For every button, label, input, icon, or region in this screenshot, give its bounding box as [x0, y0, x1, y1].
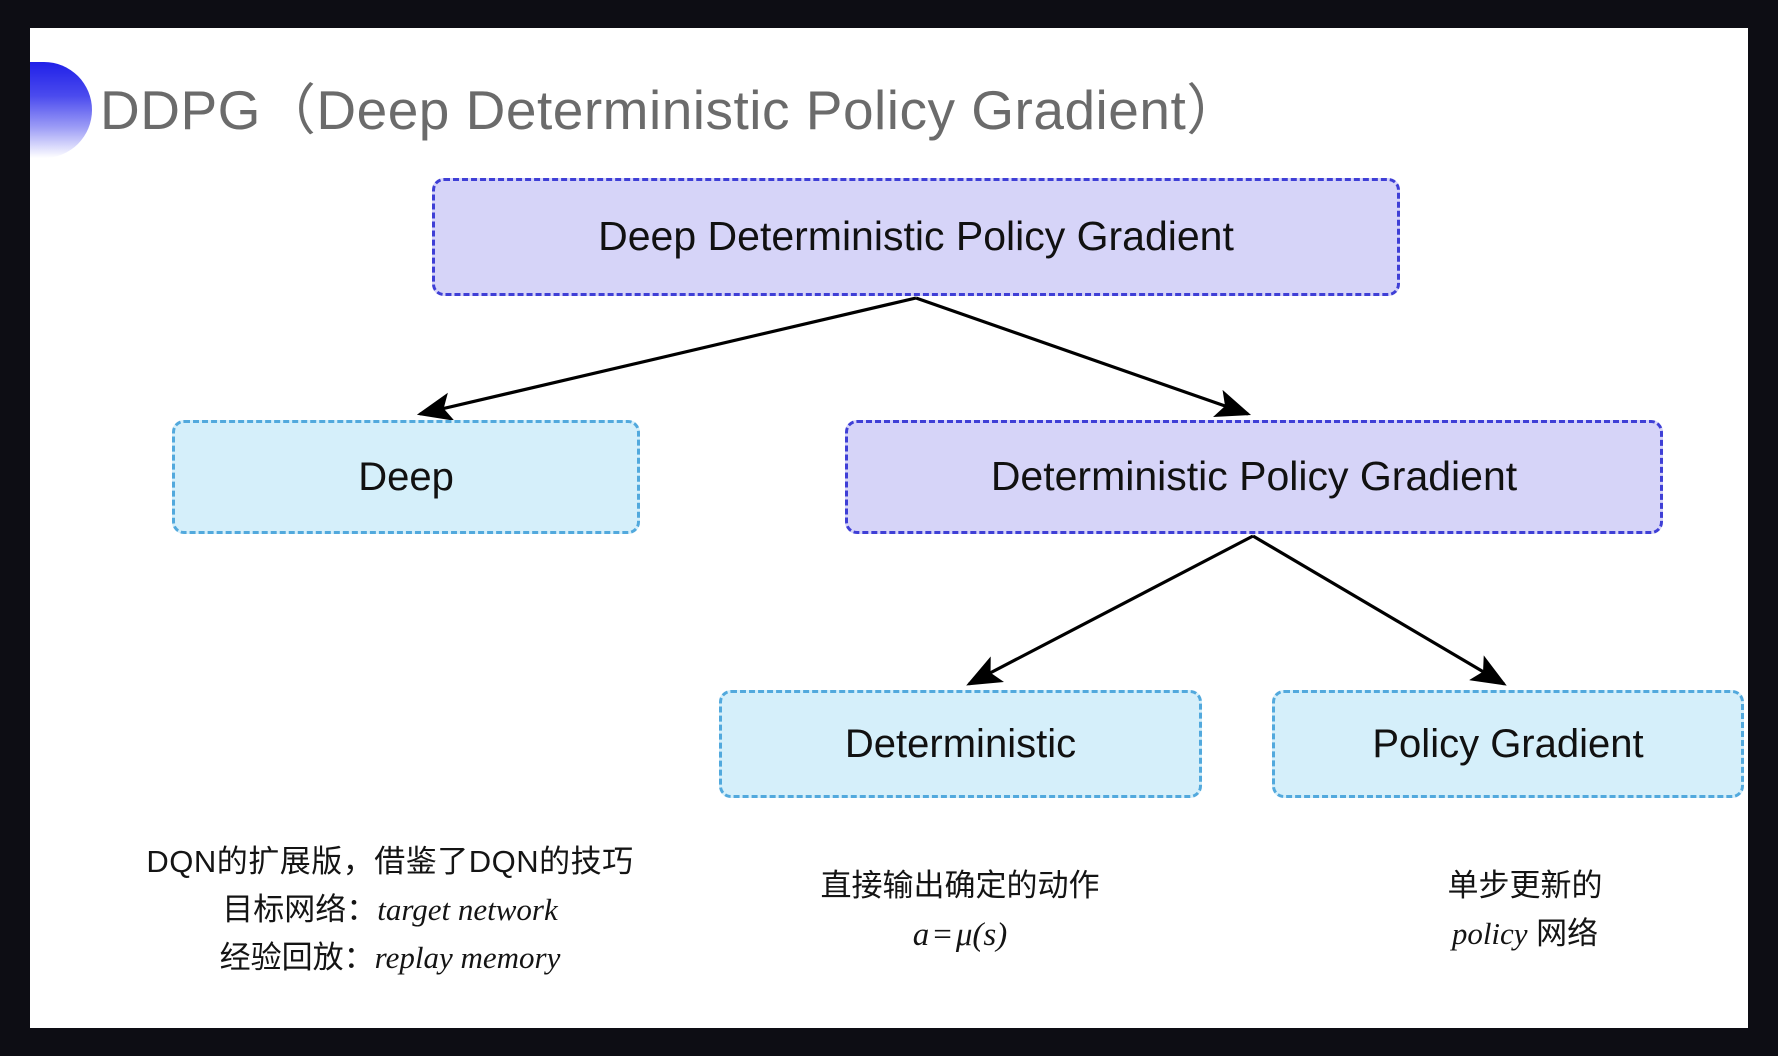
slide-frame-right — [1748, 0, 1778, 1056]
arrow-dpg-to-deterministic — [966, 534, 1254, 686]
caption-deep-line1: DQN的扩展版，借鉴了DQN的技巧 — [146, 844, 634, 879]
caption-deep-line2-label: 目标网络： — [222, 892, 378, 928]
caption-deterministic-line1: 直接输出确定的动作 — [820, 868, 1100, 903]
node-deep[interactable]: Deep — [172, 420, 640, 534]
caption-policy-gradient-line2: policy 网络 — [1290, 910, 1760, 958]
caption-policy-gradient: 单步更新的 policy 网络 — [1290, 862, 1760, 958]
node-label: Policy Gradient — [1372, 722, 1644, 766]
node-deterministic[interactable]: Deterministic — [719, 690, 1202, 798]
formula-lhs: a — [912, 917, 930, 954]
arrow-dpg-to-policy-gradient — [1252, 534, 1507, 686]
node-label: Deterministic — [844, 722, 1077, 766]
arrow-root-to-deep — [416, 296, 917, 421]
caption-deterministic-formula: a=μ(s) — [700, 910, 1220, 961]
caption-deterministic: 直接输出确定的动作 a=μ(s) — [700, 862, 1220, 961]
caption-deep-line3-term: replay memory — [374, 940, 561, 976]
caption-policy-gradient-line1: 单步更新的 — [1447, 868, 1603, 903]
node-label: Deep Deterministic Policy Gradient — [598, 213, 1234, 260]
node-policy-gradient[interactable]: Policy Gradient — [1272, 690, 1744, 798]
caption-deep-line3-label: 经验回放： — [219, 940, 375, 976]
node-deep-deterministic-policy-gradient[interactable]: Deep Deterministic Policy Gradient — [432, 178, 1400, 296]
caption-deep-line3: 经验回放：replay memory — [80, 934, 700, 982]
page-title: DDPG（Deep Deterministic Policy Gradient） — [100, 79, 1242, 141]
node-label: Deterministic Policy Gradient — [990, 453, 1518, 500]
slide-frame-left — [0, 0, 30, 1056]
node-label: Deep — [358, 455, 454, 499]
slide-frame-top — [0, 0, 1778, 28]
caption-policy-gradient-term: policy — [1451, 916, 1528, 952]
caption-deep: DQN的扩展版，借鉴了DQN的技巧 目标网络：target network 经验… — [80, 838, 700, 982]
formula-operator: = — [933, 917, 952, 954]
caption-policy-gradient-suffix: 网络 — [1527, 916, 1599, 952]
slide-frame-bottom — [0, 1028, 1778, 1056]
node-deterministic-policy-gradient[interactable]: Deterministic Policy Gradient — [845, 420, 1663, 534]
arrow-root-to-dpg — [915, 296, 1252, 418]
caption-deep-line2: 目标网络：target network — [80, 886, 700, 934]
caption-deep-line2-term: target network — [377, 892, 558, 928]
formula-rhs: μ(s) — [955, 917, 1008, 954]
